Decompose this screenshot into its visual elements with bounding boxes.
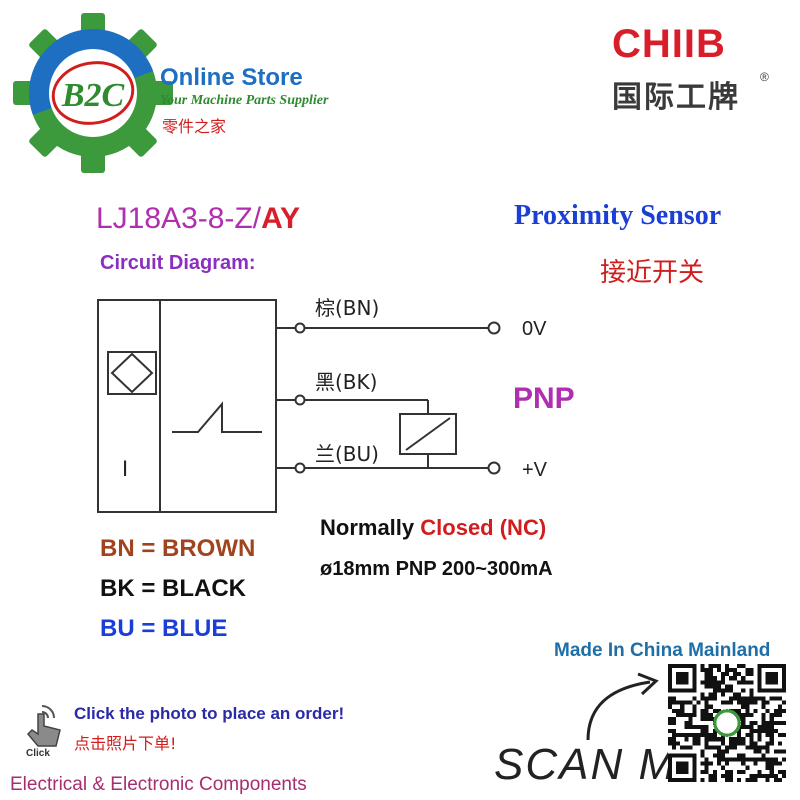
order-instruction-chinese[interactable]: 点击照片下单! [74,734,177,753]
terminal-pv [487,461,501,475]
wire-label-bn: 棕(BN) [315,296,380,320]
legend-bk: BK = BLACK [100,575,247,602]
sensor-title: Proximity Sensor [514,200,722,231]
order-instruction[interactable]: Click the photo to place an order! [74,704,345,723]
curved-arrow-icon [586,672,659,741]
category-label: Electrical & Electronic Components [10,774,307,795]
legend-bu: BU = BLUE [100,615,228,642]
sensor-internal-label: I [122,456,129,481]
legend-bn: BN = BROWN [100,535,256,562]
terminal-bk [294,394,306,406]
circuit-diagram-title: Circuit Diagram: [100,252,256,274]
hand-click-icon[interactable]: Click [12,700,68,760]
sensing-face-box [107,351,157,395]
load-relay [399,413,457,455]
terminal-bn [294,322,306,334]
brand-name: CHIIB [612,22,726,66]
brand-chinese-name: 国际工牌 [612,80,740,115]
terminal-label-0v: 0V [522,318,547,340]
wire-label-bu: 兰(BU) [315,442,379,466]
model-suffix: AY [261,202,300,235]
brand-registered-mark: ® [760,70,769,84]
sensing-face-diamond [110,352,154,394]
switch-symbol [172,401,262,433]
qr-finder-pattern [676,761,689,774]
spec-details: ø18mm PNP 200~300mA [320,558,553,580]
wire-label-bk: 黑(BK) [315,370,378,394]
b2c-gear-logo: B2C [13,13,173,173]
terminal-label-pv: +V [522,459,548,481]
store-tagline: Your Machine Parts Supplier [160,93,329,108]
contact-type-prefix: Normally [320,515,421,540]
qr-center-logo [713,709,741,737]
model-number: LJ18A3-8-Z/AY [96,202,300,236]
terminal-0v [487,321,501,335]
output-type-label: PNP [513,382,575,415]
contact-type-highlight: Closed (NC) [420,515,547,540]
sensor-chinese-title: 接近开关 [600,258,705,288]
store-title: Online Store [160,64,303,91]
qr-finder-pattern [765,672,778,685]
circuit-diagram [97,299,501,513]
terminal-bu [294,462,306,474]
qr-code[interactable] [668,664,786,782]
click-icon-label: Click [26,748,50,759]
b2c-logo-text: B2C [61,77,125,114]
origin-label: Made In China Mainland [554,640,771,661]
contact-type: Normally Closed (NC) [320,515,546,541]
model-prefix: LJ18A3-8-Z/ [96,202,262,235]
qr-finder-pattern [676,672,689,685]
store-chinese-name: 零件之家 [162,117,227,136]
sensor-body [97,299,277,513]
